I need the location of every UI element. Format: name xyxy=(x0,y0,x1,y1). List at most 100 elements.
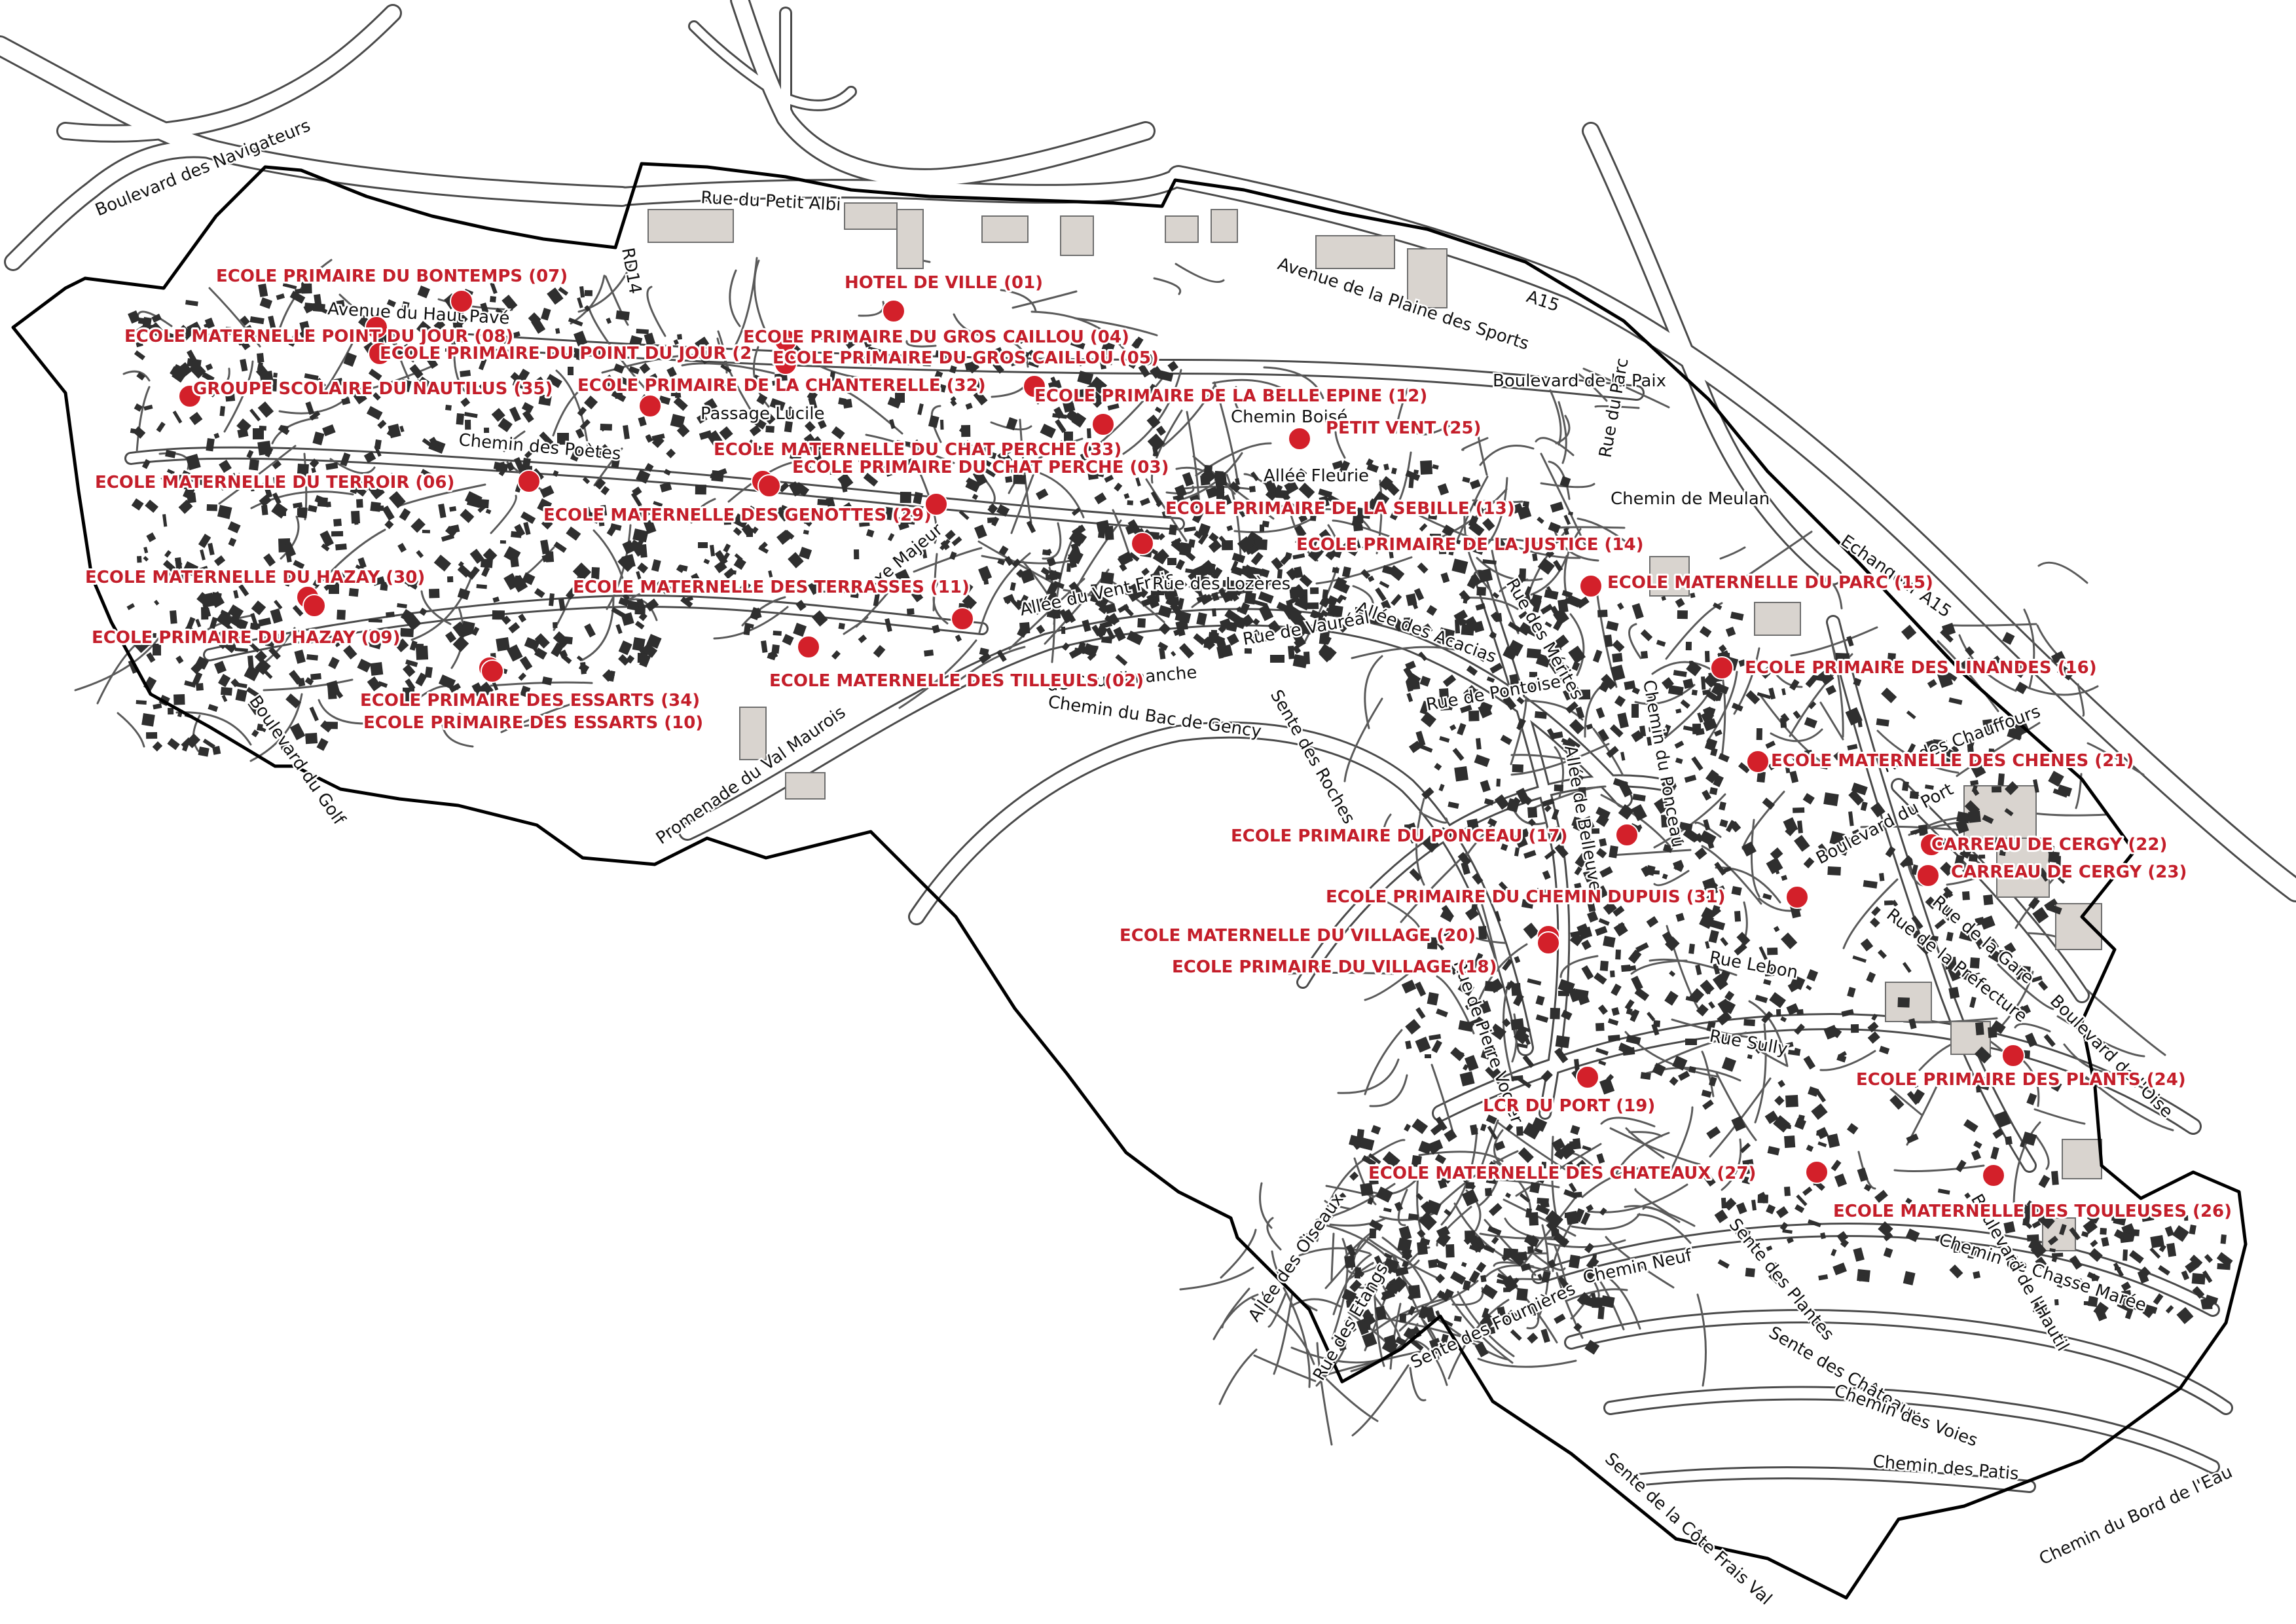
school-label[interactable]: ECOLE PRIMAIRE DU CHEMIN DUPUIS (31) xyxy=(1324,885,1728,909)
school-label[interactable]: ECOLE PRIMAIRE DES PLANTS (24) xyxy=(1854,1068,2188,1092)
school-marker-17[interactable]: ECOLE PRIMAIRE DU PONCEAU (17) xyxy=(1229,823,1639,848)
school-marker-08[interactable]: ECOLE MATERNELLE POINT DU JOUR (08) xyxy=(122,316,515,348)
location-pin-icon[interactable] xyxy=(1746,750,1770,773)
school-label[interactable]: ECOLE MATERNELLE DU CHAT PERCHE (33) xyxy=(712,438,1123,462)
school-marker-01[interactable]: HOTEL DE VILLE (01) xyxy=(843,271,1045,323)
school-marker-05[interactable]: ECOLE PRIMAIRE DU GROS CAILLOU (05) xyxy=(771,346,1161,375)
school-marker-11[interactable]: ECOLE MATERNELLE DES TERRASSES (11) xyxy=(571,576,974,631)
school-label[interactable]: ECOLE PRIMAIRE DU VILLAGE (18) xyxy=(1170,955,1499,979)
location-pin-icon[interactable] xyxy=(638,394,662,418)
location-pin-icon[interactable] xyxy=(797,635,820,659)
location-pin-icon[interactable] xyxy=(1023,375,1046,398)
location-pin-icon[interactable] xyxy=(1710,656,1734,680)
school-marker-18[interactable]: ECOLE PRIMAIRE DU VILLAGE (18) xyxy=(1170,931,1560,979)
school-marker-13[interactable]: ECOLE PRIMAIRE DE LA SEBILLE (13) xyxy=(924,492,1517,521)
school-marker-23[interactable]: CARREAU DE CERGY (23) xyxy=(1916,860,2189,887)
school-marker-25[interactable]: PETIT VENT (25) xyxy=(1288,416,1483,451)
location-pin-icon[interactable] xyxy=(517,470,541,493)
location-pin-icon[interactable] xyxy=(1615,823,1639,847)
school-label[interactable]: ECOLE PRIMAIRE DES LINANDES (16) xyxy=(1743,656,2099,680)
school-marker-09[interactable]: ECOLE PRIMAIRE DU HAZAY (09) xyxy=(90,594,403,650)
location-pin-icon[interactable] xyxy=(1579,574,1603,598)
location-pin-icon[interactable] xyxy=(882,299,905,323)
school-label[interactable]: ECOLE MATERNELLE DES TOULEUSES (26) xyxy=(1831,1200,2234,1223)
school-label[interactable]: ECOLE PRIMAIRE DU GROS CAILLOU (04) xyxy=(741,325,1131,349)
school-marker-24[interactable]: ECOLE PRIMAIRE DES PLANTS (24) xyxy=(1854,1044,2188,1092)
location-pin-icon[interactable] xyxy=(368,342,392,365)
school-marker-16[interactable]: ECOLE PRIMAIRE DES LINANDES (16) xyxy=(1710,656,2099,680)
location-pin-icon[interactable] xyxy=(951,607,974,631)
school-marker-12[interactable]: ECOLE PRIMAIRE DE LA BELLE EPINE (12) xyxy=(1023,375,1429,408)
school-label[interactable]: ECOLE PRIMAIRE DU BONTEMPS (07) xyxy=(214,265,570,288)
school-marker-34[interactable]: ECOLE PRIMAIRE DES ESSARTS (34) xyxy=(358,656,702,712)
school-marker-14[interactable]: ECOLE PRIMAIRE DE LA JUSTICE (14) xyxy=(1131,532,1645,557)
school-label[interactable]: ECOLE PRIMAIRE DES ESSARTS (34) xyxy=(358,689,702,712)
school-label[interactable]: ECOLE MATERNELLE DU VILLAGE (20) xyxy=(1118,924,1478,948)
school-label[interactable]: ECOLE MATERNELLE DU TERROIR (06) xyxy=(93,471,456,494)
school-marker-07[interactable]: ECOLE PRIMAIRE DU BONTEMPS (07) xyxy=(214,265,570,313)
school-marker-04[interactable]: ECOLE PRIMAIRE DU GROS CAILLOU (04) xyxy=(741,325,1131,352)
school-label[interactable]: ECOLE MATERNELLE DU PARC (15) xyxy=(1605,571,1935,595)
school-label[interactable]: CARREAU DE CERGY (22) xyxy=(1929,833,2169,857)
school-label[interactable]: GROUPE SCOLAIRE DU NAUTILUS (35) xyxy=(191,377,555,401)
location-pin-icon[interactable] xyxy=(1982,1164,2005,1187)
location-pin-icon[interactable] xyxy=(1920,833,1943,857)
school-marker-29[interactable]: ECOLE MATERNELLE DES GENOTTES (29) xyxy=(541,474,934,527)
school-marker-02[interactable]: ECOLE MATERNELLE DES TILLEULS (02) xyxy=(767,635,1146,693)
school-label[interactable]: ECOLE PRIMAIRE DE LA JUSTICE (14) xyxy=(1294,533,1645,557)
school-label[interactable]: PETIT VENT (25) xyxy=(1324,416,1483,440)
location-pin-icon[interactable] xyxy=(774,352,797,375)
school-marker-19[interactable]: LCR DU PORT (19) xyxy=(1481,1065,1657,1118)
school-label[interactable]: ECOLE MATERNELLE DES TILLEULS (02) xyxy=(767,669,1146,693)
school-marker-15[interactable]: ECOLE MATERNELLE DU PARC (15) xyxy=(1579,571,1935,598)
school-marker-10[interactable]: ECOLE PRIMAIRE DES ESSARTS (10) xyxy=(361,659,705,735)
school-markers[interactable]: ECOLE PRIMAIRE DU BONTEMPS (07) ECOLE MAT… xyxy=(83,265,2234,1223)
school-marker-21[interactable]: ECOLE MATERNELLE DES CHENES (21) xyxy=(1746,749,2136,773)
school-marker-26[interactable]: ECOLE MATERNELLE DES TOULEUSES (26) xyxy=(1831,1164,2234,1223)
location-pin-icon[interactable] xyxy=(2001,1044,2025,1067)
school-label[interactable]: HOTEL DE VILLE (01) xyxy=(843,271,1045,295)
school-label[interactable]: CARREAU DE CERGY (23) xyxy=(1949,860,2189,884)
school-marker-22[interactable]: CARREAU DE CERGY (22) xyxy=(1920,833,2169,857)
school-label[interactable]: ECOLE MATERNELLE DU HAZAY (30) xyxy=(83,566,427,589)
school-label[interactable]: ECOLE PRIMAIRE DU CHAT PERCHE (03) xyxy=(790,456,1171,479)
school-label[interactable]: ECOLE PRIMAIRE DU GROS CAILLOU (05) xyxy=(771,346,1161,370)
school-label[interactable]: ECOLE MATERNELLE DES CHATEAUX (27) xyxy=(1366,1162,1758,1185)
school-marker-33[interactable]: ECOLE MATERNELLE DU CHAT PERCHE (33) xyxy=(712,413,1123,462)
school-label[interactable]: ECOLE PRIMAIRE DE LA SEBILLE (13) xyxy=(1163,497,1517,521)
school-label[interactable]: ECOLE PRIMAIRE DU POINT DU JOUR (2 xyxy=(378,342,754,365)
location-pin-icon[interactable] xyxy=(757,474,781,498)
school-label[interactable]: ECOLE PRIMAIRE DE LA BELLE EPINE (12) xyxy=(1032,384,1429,408)
school-label[interactable]: ECOLE MATERNELLE POINT DU JOUR (08) xyxy=(122,325,515,348)
location-pin-icon[interactable] xyxy=(450,289,473,313)
location-pin-icon[interactable] xyxy=(1288,427,1311,451)
location-pin-icon[interactable] xyxy=(1537,931,1560,955)
location-pin-icon[interactable] xyxy=(178,384,202,408)
location-pin-icon[interactable] xyxy=(481,659,504,683)
school-marker-27[interactable]: ECOLE MATERNELLE DES CHATEAUX (27) xyxy=(1366,1160,1829,1185)
location-pin-icon[interactable] xyxy=(1091,413,1115,436)
school-label[interactable]: ECOLE PRIMAIRE DU HAZAY (09) xyxy=(90,626,403,650)
location-pin-icon[interactable] xyxy=(302,594,326,618)
location-pin-icon[interactable] xyxy=(1805,1160,1829,1184)
school-label[interactable]: ECOLE MATERNELLE DES CHENES (21) xyxy=(1769,749,2136,773)
school-label[interactable]: ECOLE PRIMAIRE DE LA CHANTERELLE (32) xyxy=(575,374,988,397)
school-marker-31[interactable]: ECOLE PRIMAIRE DU CHEMIN DUPUIS (31) xyxy=(1324,885,1809,909)
school-label[interactable]: ECOLE PRIMAIRE DU PONCEAU (17) xyxy=(1229,824,1570,848)
location-pin-icon[interactable] xyxy=(365,316,388,339)
school-label[interactable]: ECOLE MATERNELLE DES TERRASSES (11) xyxy=(571,576,972,599)
location-pin-icon[interactable] xyxy=(1576,1065,1599,1089)
location-pin-icon[interactable] xyxy=(1916,864,1940,887)
location-pin-icon[interactable] xyxy=(924,492,948,516)
school-marker-32[interactable]: ECOLE PRIMAIRE DE LA CHANTERELLE (32) xyxy=(575,374,988,418)
location-pin-icon[interactable] xyxy=(1785,885,1809,909)
school-marker-06[interactable]: ECOLE MATERNELLE DU TERROIR (06) xyxy=(93,470,541,494)
school-marker-30[interactable]: ECOLE MATERNELLE DU HAZAY (30) xyxy=(83,566,427,609)
location-pin-icon[interactable] xyxy=(1131,532,1154,555)
school-label[interactable]: ECOLE MATERNELLE DES GENOTTES (29) xyxy=(541,504,934,527)
school-label[interactable]: LCR DU PORT (19) xyxy=(1481,1094,1657,1118)
school-label[interactable]: ECOLE PRIMAIRE DES ESSARTS (10) xyxy=(361,711,705,735)
school-marker-35[interactable]: GROUPE SCOLAIRE DU NAUTILUS (35) xyxy=(178,377,555,408)
school-marker-2[interactable]: ECOLE PRIMAIRE DU POINT DU JOUR (2 xyxy=(368,342,754,365)
